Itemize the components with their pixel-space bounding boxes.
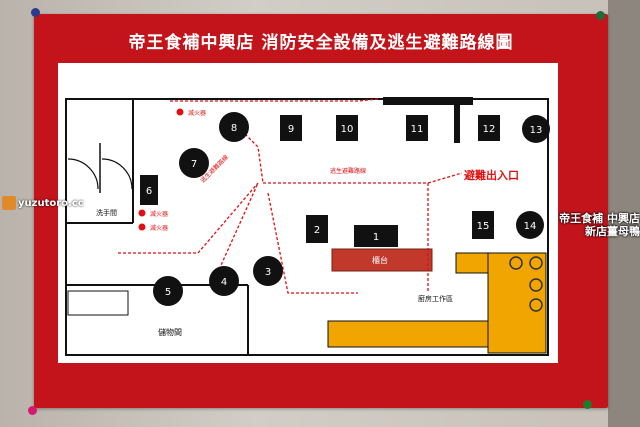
table-4: 4 [209,266,239,296]
door-frame [608,0,640,427]
svg-text:7: 7 [191,159,197,170]
table-14: 14 [516,211,544,239]
escape-route [118,98,463,294]
floor-plan: 洗手間 儲物間 櫃台 廚房工作區 避難出入口 滅火器 滅火器 滅火器 逃生避難路… [65,97,550,356]
table-5: 5 [153,276,183,306]
table-layout: 8 9 10 11 12 13 7 6 2 1 15 14 3 4 5 [140,112,550,306]
table-6: 6 [140,175,158,205]
pushpin-bottom-left [28,406,37,415]
svg-text:13: 13 [530,125,543,136]
svg-text:6: 6 [146,186,152,197]
counter-label: 櫃台 [372,255,388,265]
svg-text:5: 5 [165,287,171,298]
kitchen-corner [455,252,489,274]
extinguisher-icon [138,209,146,217]
svg-text:3: 3 [265,267,271,278]
svg-text:4: 4 [221,277,227,288]
watermark-logo-icon [2,196,16,210]
door-arc [67,158,99,190]
extinguisher-icon [138,223,146,231]
stove-burners [509,256,543,312]
svg-text:2: 2 [314,225,320,236]
svg-text:12: 12 [483,124,496,135]
poster-title: 帝王食補中興店 消防安全設備及逃生避難路線圖 [128,33,514,53]
svg-text:1: 1 [373,232,379,243]
pushpin-bottom-right [583,400,592,409]
table-12: 12 [478,115,500,141]
pushpin-top-left [31,8,40,17]
table-15: 15 [472,211,494,239]
wall-segment [454,103,460,143]
svg-text:14: 14 [524,221,537,232]
kitchen-counter [327,320,489,348]
extinguisher-label: 滅火器 [150,210,168,218]
table-2: 2 [306,215,328,243]
kitchen-label: 廚房工作區 [418,294,453,303]
table-1: 1 [354,225,398,247]
watermark-left: yuzutoro.cc [18,198,84,209]
extinguisher-label: 滅火器 [188,109,206,117]
table-7: 7 [179,148,209,178]
exit-label: 避難出入口 [464,168,519,182]
watermark-line2: 新店薑母鴨 [585,225,640,238]
pushpin-top-right [596,11,605,20]
door-arc [101,158,133,190]
sink-fixture [67,290,129,316]
table-11: 11 [406,115,428,141]
wash-label: 洗手間 [96,208,117,217]
extinguisher-label: 滅火器 [150,224,168,232]
table-13: 13 [522,115,550,143]
table-9: 9 [280,115,302,141]
wall-segment [383,97,473,105]
table-8: 8 [219,112,249,142]
svg-text:8: 8 [231,123,237,134]
table-10: 10 [336,115,358,141]
svg-text:11: 11 [411,124,424,135]
kitchen-stove [487,252,547,354]
watermark-right: 帝王食補 中興店 新店薑母鴨 [520,212,640,238]
watermark-line1: 帝王食補 中興店 [559,212,640,225]
svg-text:15: 15 [477,221,490,232]
counter [331,248,433,272]
svg-text:10: 10 [341,124,354,135]
extinguisher-icon [176,108,184,116]
svg-text:9: 9 [288,124,294,135]
storage-label: 儲物間 [158,327,182,337]
route-label: 逃生避難路線 [330,167,366,175]
table-3: 3 [253,256,283,286]
